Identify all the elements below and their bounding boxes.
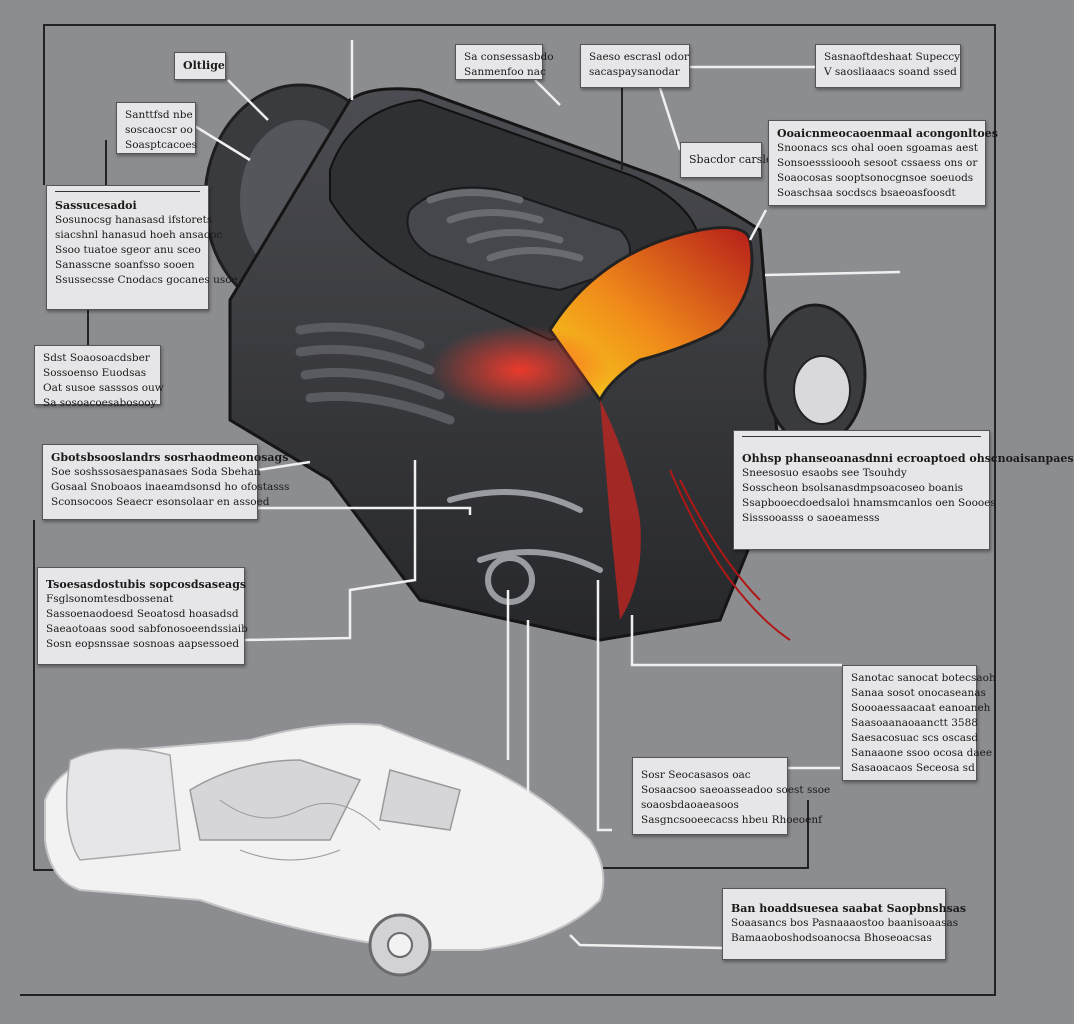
callout-line: Santtfsd nbe <box>125 109 193 121</box>
callout-title: Sassucesadoi <box>55 199 137 212</box>
callout-line: Sanaaone ssoo ocosa daee <box>851 747 993 759</box>
callout-line: Sassoenaodoesd Seoatosd hoasadsd <box>46 608 239 620</box>
callout-8: Sassucesadoi Sosunocsg hanasasd ifstoret… <box>46 185 238 310</box>
callout-line: Sanmenfoo nac <box>464 66 546 78</box>
callout-title: Oltlige <box>183 59 225 72</box>
callout-line: V saosliaaacs soand ssed <box>824 66 957 78</box>
callout-title: Tsoesasdostubis sopcosdsaseags <box>46 578 247 591</box>
right-turbine-wheel <box>793 355 851 425</box>
callout-line: Soaasancs bos Pasnaaaostoo baanisoaasas <box>731 917 959 929</box>
callout-12: Tsoesasdostubis sopcosdsaseags Fsglsonom… <box>37 567 248 665</box>
car-windshield <box>189 759 362 841</box>
callout-line: Ssoo tuatoe sgeor anu sceo <box>55 244 201 256</box>
callout-4: Sasnaoftdeshaat Supeccy V saosliaaacs so… <box>815 44 961 88</box>
callout-line: Sdst Soaosoacdsber <box>43 352 150 364</box>
callout-line: Sasaoacaos Seceosa sd <box>851 762 975 774</box>
callout-line: Sa consessasbdo <box>464 51 554 63</box>
callout-line: Saesacosuac scs oscasd <box>851 732 979 744</box>
leader-lines <box>192 40 901 950</box>
callout-line: Saeaotoaas sood sabfonosoeendssiaib <box>46 623 248 635</box>
callout-line: Sanotac sanocat botecsaoh <box>851 672 996 684</box>
callout-line: Soe soshssosaespanasaes Soda Sbehan <box>51 466 261 478</box>
car-wheel-hub <box>387 932 413 958</box>
callout-title: Ohhsp phanseoanasdnni ecroaptoed ohscnoa… <box>742 452 1074 465</box>
callout-10: Gbotsbsooslandrs sosrhaodmeonosags Soe s… <box>42 444 290 520</box>
car-illustration <box>44 723 605 977</box>
callout-line: Sosunocsg hanasasd ifstorets <box>55 214 213 226</box>
callout-line: sacaspaysanodar <box>589 66 680 78</box>
wiring-harness <box>669 469 791 641</box>
callout-line: Soaocosas sooptsonocgnsoe soeuods <box>777 172 974 184</box>
callout-line: Saasoaanaoaanctt 3588 <box>851 717 978 729</box>
callout-14: Sosr Seocasasos oac Sosaacsoo saeoassead… <box>632 757 831 835</box>
callout-2: Sa consessasbdo Sanmenfoo nac <box>455 44 554 80</box>
callout-line: Sconsocoos Seaecr esonsolaar en assoed <box>51 496 270 508</box>
dark-leader-lines <box>87 88 623 345</box>
callout-line: Ssapbooecdoedsaloi hnamsmcanlos oen Sooo… <box>742 497 996 509</box>
callout-line: soaosbdaoaeasoos <box>641 799 739 811</box>
engine-assembly <box>203 83 867 642</box>
callout-6: Sbacdor carsle <box>680 142 773 178</box>
callout-line: siacshnl hanasud hoeh ansaooc <box>55 229 223 241</box>
callout-11: Ohhsp phanseoanasdnni ecroaptoed ohscnoa… <box>733 430 1074 550</box>
heat-glow-lower <box>600 400 641 620</box>
car-wire-sketch <box>219 799 381 861</box>
manifold-runners <box>426 189 584 262</box>
callout-line: Sneesosuo esaobs see Tsouhdy <box>742 467 907 479</box>
callout-line: Sosn eopsnssae sosnoas aapsessoed <box>46 638 240 650</box>
callout-15: Ban hoaddsuesea saabat Saopbnshsas Soaas… <box>722 888 967 960</box>
callout-line: Fsglsonomtesdbossenat <box>46 593 174 605</box>
callout-line: Saeso escrasl odor <box>589 51 689 63</box>
callout-13: Sanotac sanocat botecsaoh Sanaa sosot on… <box>842 665 996 781</box>
car-rear-window <box>379 769 461 831</box>
car-hood <box>65 747 181 861</box>
callout-line: Bamaaoboshodsoanocsa Bhoseoacsas <box>731 932 932 944</box>
callout-line: Sosscheon bsolsanasdmpsoacoseo boanis <box>742 482 964 494</box>
callout-9: Sdst Soaosoacdsber Sossoenso Euodsas Oat… <box>34 345 164 409</box>
callout-title: Ooaicnmeocaoenmaal acongonltoes <box>777 127 998 140</box>
heat-glow-manifold <box>430 325 610 415</box>
callout-5: Santtfsd nbe soscaocsr oo Soasptcacoes <box>116 102 198 154</box>
callout-line: Sossoenso Euodsas <box>43 367 147 379</box>
callout-line: Sosr Seocasasos oac <box>641 769 751 781</box>
callout-line: Sasnaoftdeshaat Supeccy <box>824 51 961 63</box>
callout-line: Sasgncsooeecacss hbeu Rhoeoenf <box>641 814 822 826</box>
callout-line: Gosaal Snoboaos inaeamdsonsd ho ofostass… <box>51 481 290 493</box>
callout-line: Snoonacs scs ohal ooen sgoamas aest <box>777 142 978 154</box>
callout-line: Sanasscne soanfsso sooen <box>55 259 195 271</box>
callout-line: Sosaacsoo saeoasseadoo soest ssoe <box>641 784 831 796</box>
engine-diagram <box>20 24 996 996</box>
callout-3: Saeso escrasl odor sacaspaysanodar <box>580 44 690 88</box>
callout-line: Oat susoe sasssos ouw <box>43 382 164 394</box>
callout-line: Sanaa sosot onocaseanas <box>851 687 986 699</box>
callout-7: Ooaicnmeocaoenmaal acongonltoes Snoonacs… <box>768 120 998 206</box>
callout-line: Soooaessaacaat eanoaneh <box>851 702 991 714</box>
callout-line: Sonsoesssioooh sesoot cssaess ons or <box>777 157 978 169</box>
callout-line: Ssussecsse Cnodacs gocanes usoe <box>55 274 238 286</box>
callout-line: soscaocsr oo <box>125 124 193 136</box>
callout-title: Ban hoaddsuesea saabat Saopbnshsas <box>731 902 967 915</box>
lower-pipework <box>447 489 603 605</box>
callout-1: Oltlige <box>174 52 226 80</box>
callout-title: Sbacdor carsle <box>689 153 773 166</box>
callout-line: Sa sosoacoesabosooy <box>43 397 157 409</box>
callout-line: Soaschsaa socdscs bsaeoasfoosdt <box>777 187 956 199</box>
exhaust-pipes <box>295 322 455 425</box>
callout-line: Soasptcacoes <box>125 139 198 151</box>
callout-line: Sisssooasss o saoeamesss <box>742 512 880 524</box>
callout-title: Gbotsbsooslandrs sosrhaodmeonosags <box>51 451 289 464</box>
